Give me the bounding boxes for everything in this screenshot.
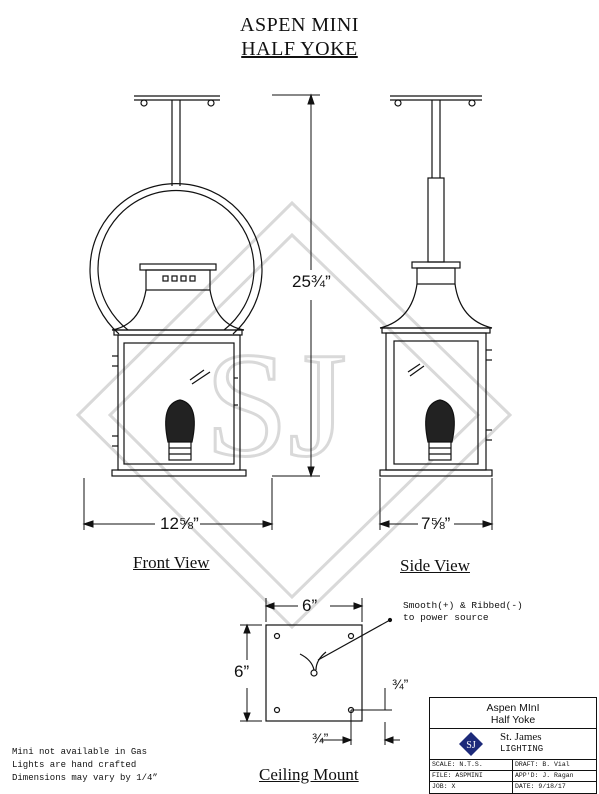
note-2: Lights are hand crafted (12, 760, 137, 770)
title-block: Aspen MInI Half Yoke SJ St. James LIGHTI… (429, 697, 597, 794)
note-3: Dimensions may vary by 1/4” (12, 773, 158, 783)
svg-text:SJ: SJ (205, 322, 347, 488)
scale-field: SCALE: N.T.S. (432, 761, 483, 768)
front-width-dimension-line (82, 478, 274, 530)
sj-watermark: SJ (75, 200, 513, 630)
appd-field: APP'D: J. Ragan (515, 772, 574, 779)
title-block-name-line1: Aspen MInI (486, 702, 540, 714)
front-view-drawing (89, 95, 263, 477)
offset-a-label: ¾” (392, 676, 409, 692)
date-field: DATE: 9/18/17 (515, 783, 566, 790)
mount-width-label: 6” (302, 596, 318, 615)
title-block-divider (430, 781, 596, 782)
job-field: JOB: X (432, 783, 456, 790)
wiring-annotation-line2: to power source (403, 612, 489, 623)
brand-name: St. James (500, 731, 542, 743)
note-1: Mini not available in Gas (12, 747, 148, 757)
notes-block: Mini not available in Gas Lights are han… (12, 746, 158, 785)
height-dimension-line (272, 93, 320, 478)
offset-b-label: ¾” (312, 730, 329, 746)
ceiling-mount-drawing (265, 617, 393, 722)
mount-height-dimension-line (240, 623, 262, 723)
st-james-logo-icon: SJ (459, 732, 483, 756)
wiring-annotation-line1: Smooth(+) & Ribbed(-) (403, 600, 523, 611)
offset-dimension-lines (320, 688, 400, 745)
title-block-divider (512, 759, 513, 793)
title-block-name-line2: Half Yoke (490, 714, 536, 726)
ceiling-mount-label: Ceiling Mount (259, 765, 359, 784)
front-width-label: 12⅝” (160, 514, 199, 533)
mount-height-label: 6” (234, 662, 250, 681)
logo-letters: SJ (466, 740, 476, 751)
mount-width-dimension-line (264, 598, 364, 622)
side-view-label: Side View (400, 556, 470, 575)
side-width-label: 7⅝” (421, 514, 451, 533)
title-block-name: Aspen MInI Half Yoke (430, 702, 596, 726)
side-width-dimension-line (378, 478, 494, 530)
side-view-drawing (379, 95, 493, 477)
title-block-divider (430, 770, 596, 771)
front-view-label: Front View (133, 553, 210, 572)
drawing-title-line1: ASPEN MINI (240, 14, 359, 36)
drawing-title-line2: HALF YOKE (241, 38, 358, 60)
file-field: FILE: ASPMINI (432, 772, 483, 779)
wiring-annotation: Smooth(+) & Ribbed(-) to power source (403, 600, 523, 624)
height-dimension-label: 25¾” (292, 272, 331, 291)
title-block-logo-row: SJ St. James LIGHTING (430, 728, 596, 760)
draft-field: DRAFT: B. Vial (515, 761, 570, 768)
brand-subtitle: LIGHTING (500, 744, 544, 754)
